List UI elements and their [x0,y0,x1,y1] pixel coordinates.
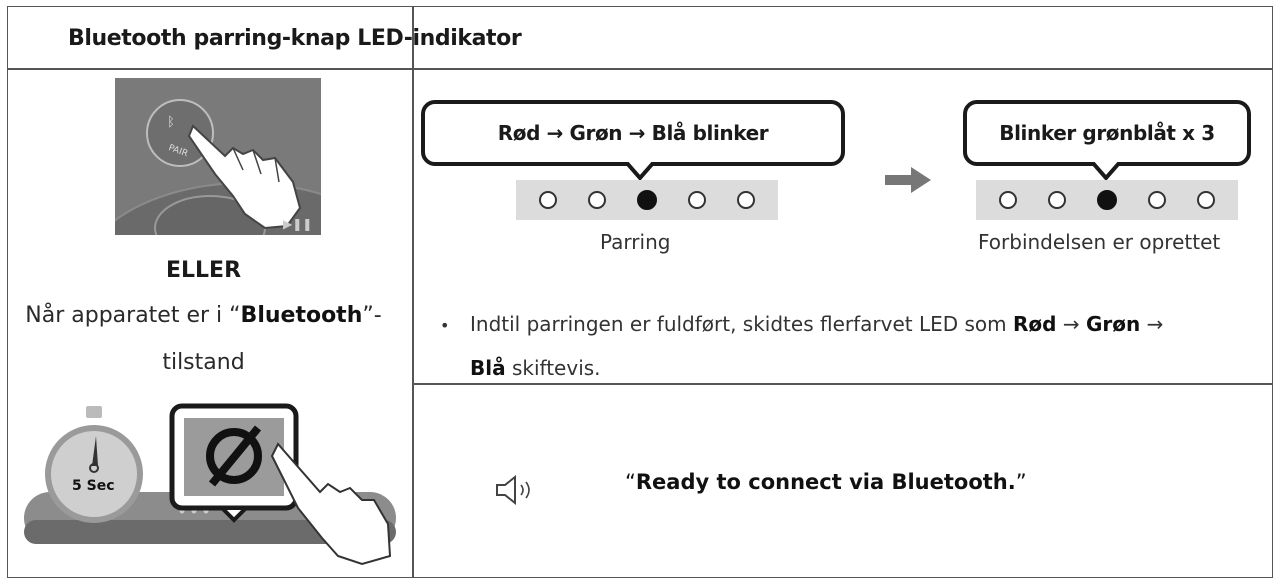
led-status-bubble-connected: Blinker grønblåt x 3 [963,100,1251,166]
caption-pairing: Parring [600,230,671,254]
led-dot [1147,191,1166,209]
svg-text:ᛒ: ᛒ [167,115,175,130]
led-dot [1048,191,1067,209]
led-dot [687,191,706,209]
remote-pair-illustration: ᛒ PAIR ▶❚❚ [115,78,321,235]
svg-text:▶❚❚: ▶❚❚ [283,217,312,231]
bubble-pointer [1091,162,1121,182]
header-divider [7,68,1273,70]
led-dot [588,191,607,209]
hold-button-illustration: 5 Sec [24,403,396,566]
pairing-note: •Indtil parringen er fuldført, skidtes f… [440,312,1164,380]
right-arrow-icon [885,167,931,193]
row-divider [412,383,1273,385]
or-label: ELLER [165,258,242,283]
column-divider [412,6,414,578]
led-dot-active [1096,190,1117,210]
voice-message: “Ready to connect via Bluetooth.” [625,470,1027,494]
led-dot-active [636,190,657,210]
led-indicator-bar-pairing [516,180,778,220]
caption-connected: Forbindelsen er oprettet [978,230,1221,254]
mode-line-2: tilstand [162,350,245,375]
led-dot [736,191,755,209]
led-indicator-bar-connected [976,180,1238,220]
bubble-pointer [625,162,655,182]
page-title: Bluetooth parring-knap LED-indikator [68,26,522,51]
led-dot [539,191,558,209]
speaker-sound-icon [496,475,530,505]
indicator-table [7,6,1273,578]
mode-line: Når apparatet er i “Bluetooth”- [25,303,382,328]
timer-label: 5 Sec [72,478,115,494]
led-dot [999,191,1018,209]
led-status-bubble-pairing: Rød → Grøn → Blå blinker [421,100,845,166]
led-dot [1196,191,1215,209]
